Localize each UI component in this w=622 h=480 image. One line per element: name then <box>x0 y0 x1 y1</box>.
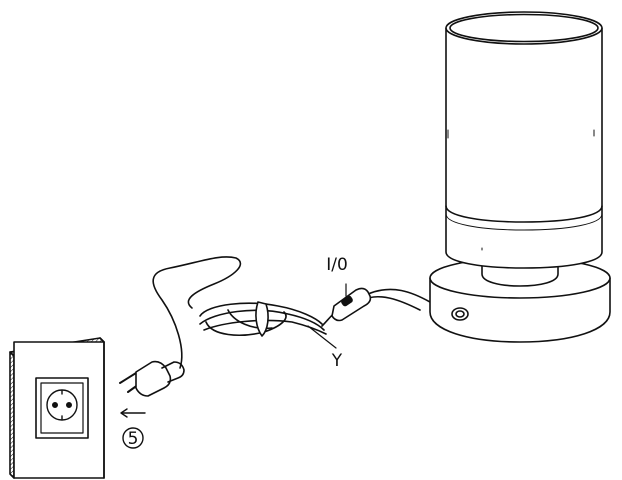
euro-plug-icon <box>119 360 185 397</box>
step-number: 5 <box>122 427 144 449</box>
wall-socket-icon <box>9 337 105 479</box>
arrow-left-icon <box>120 408 146 418</box>
table-lamp <box>429 11 611 343</box>
cable-label: Y <box>331 351 343 371</box>
switch-label: I/0 <box>326 255 348 275</box>
step-number-text: 5 <box>128 429 139 449</box>
power-cable <box>152 256 461 369</box>
inline-switch <box>331 283 372 322</box>
